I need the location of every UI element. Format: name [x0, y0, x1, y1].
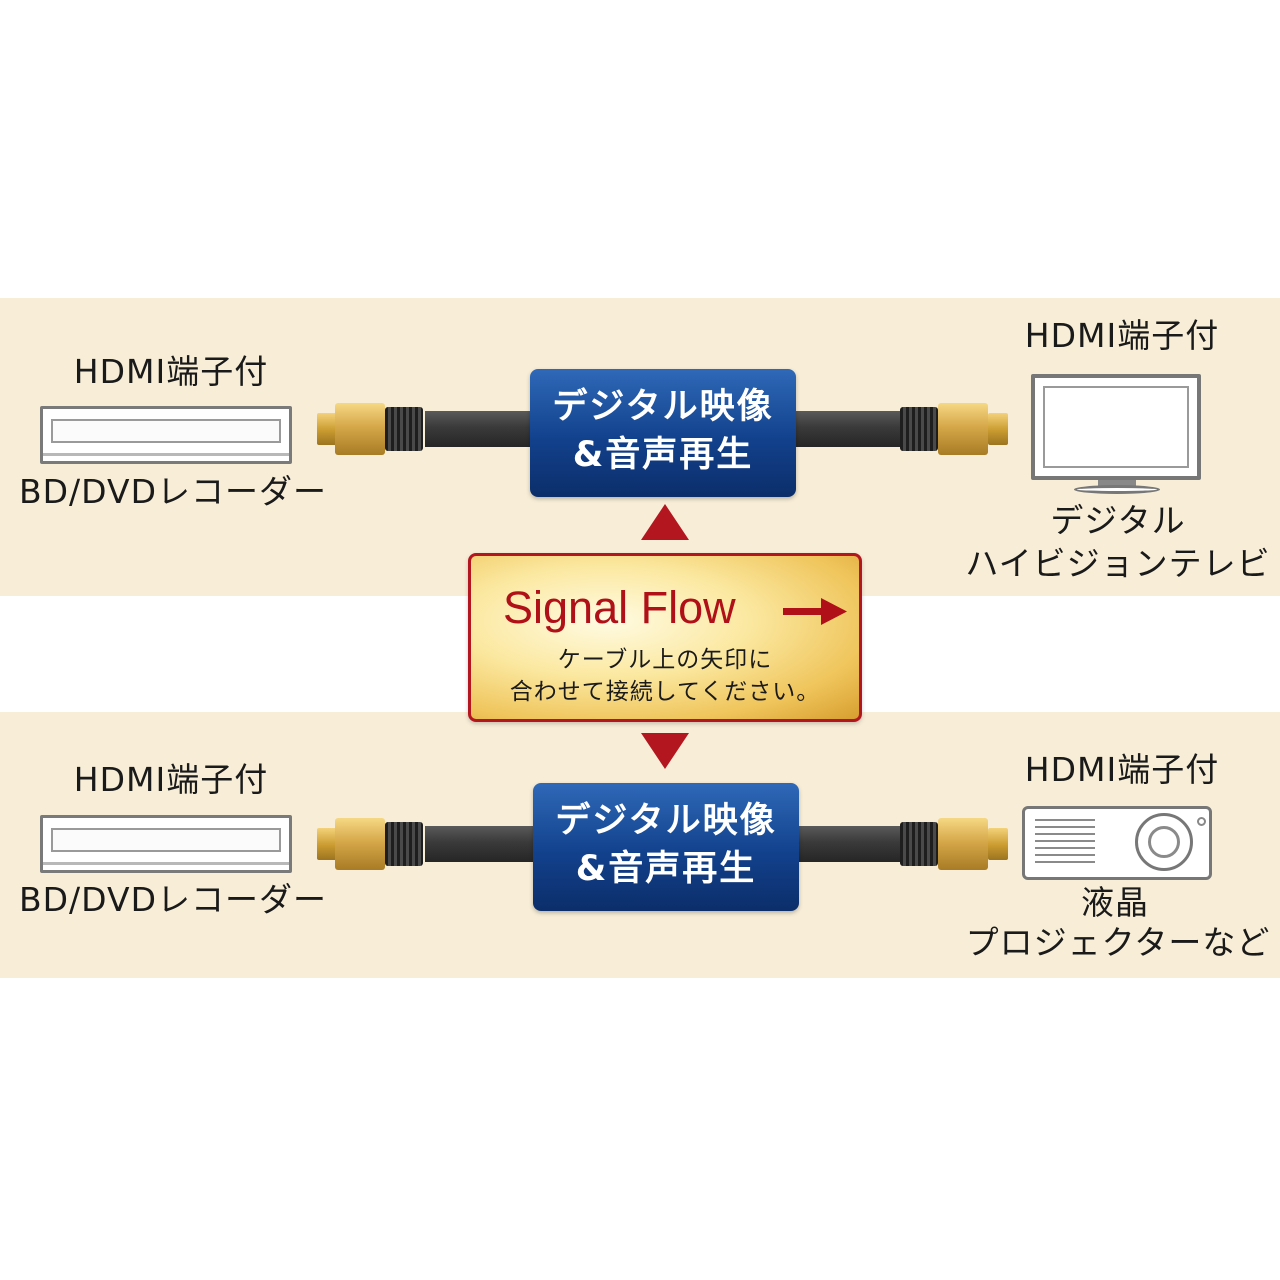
tv-neck: [1098, 480, 1136, 486]
top-source-device-label: BD/DVDレコーダー: [19, 472, 327, 511]
bottom-source-device-label: BD/DVDレコーダー: [19, 880, 327, 919]
tv-stand: [1074, 485, 1160, 494]
projector-lens-icon: [1135, 813, 1193, 871]
projector-vent: [1035, 819, 1095, 867]
top-playback-line2: &音声再生: [572, 435, 754, 475]
recorder-base: [43, 453, 289, 456]
top-source-hdmi-label: HDMI端子付: [73, 352, 269, 391]
recorder-base: [43, 862, 289, 865]
top-cable-left: [425, 411, 535, 447]
projector-icon: [1022, 806, 1212, 880]
top-cable-right: [790, 411, 905, 447]
bottom-sink-hdmi-label: HDMI端子付: [1024, 750, 1220, 789]
signal-note-line2: 合わせて接続してください。: [509, 679, 821, 705]
signal-note-line1: ケーブル上の矢印に: [557, 647, 773, 673]
top-playback-line1: デジタル映像: [552, 387, 774, 427]
top-sink-hdmi-label: HDMI端子付: [1024, 316, 1220, 355]
signal-flow-box: Signal Flow ケーブル上の矢印に 合わせて接続してください。: [468, 553, 862, 722]
top-playback-box: デジタル映像 &音声再生: [530, 369, 796, 497]
projector-button: [1197, 817, 1206, 826]
top-hdmi-connector-left: [317, 403, 425, 455]
bottom-source-hdmi-label: HDMI端子付: [73, 760, 269, 799]
bottom-sink-device-line2: プロジェクターなど: [965, 923, 1271, 962]
arrow-right-icon: [783, 598, 847, 625]
tv-screen: [1043, 386, 1189, 468]
disc-slot: [51, 828, 281, 852]
bottom-playback-line2: &音声再生: [575, 849, 757, 889]
arrow-down-triangle: [641, 733, 689, 769]
disc-slot: [51, 419, 281, 443]
top-sink-device-line2: ハイビジョンテレビ: [965, 544, 1271, 583]
top-sink-device-line1: デジタル: [1050, 501, 1186, 540]
arrow-up-triangle: [641, 504, 689, 540]
bd-recorder-icon: [40, 406, 292, 464]
bottom-cable-left: [425, 826, 535, 862]
bottom-hdmi-connector-right: [900, 818, 1008, 870]
top-hdmi-connector-right: [900, 403, 1008, 455]
bottom-playback-line1: デジタル映像: [555, 801, 777, 841]
television-icon: [1031, 374, 1201, 480]
bd-recorder-icon: [40, 815, 292, 873]
bottom-cable-right: [790, 826, 905, 862]
bottom-playback-box: デジタル映像 &音声再生: [533, 783, 799, 911]
bottom-hdmi-connector-left: [317, 818, 425, 870]
signal-flow-title: Signal Flow: [503, 582, 736, 633]
bottom-sink-device-line1: 液晶: [1081, 883, 1149, 922]
